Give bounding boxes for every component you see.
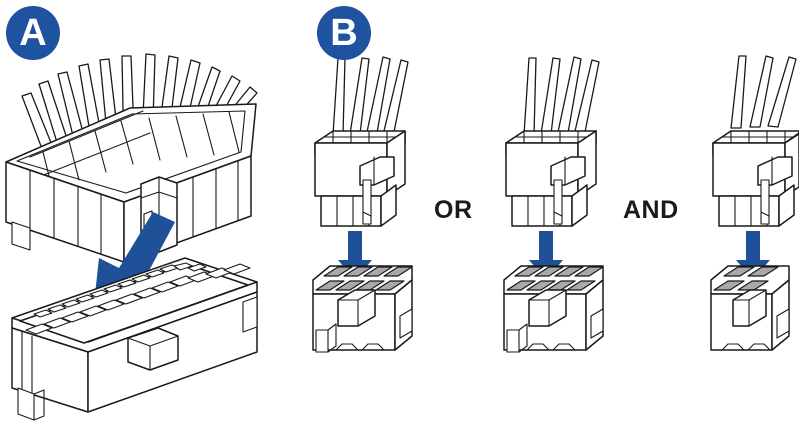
step-b-socket-2	[503, 265, 604, 353]
step-b2-arrow	[529, 231, 563, 280]
step-a-arrow	[92, 212, 175, 322]
step-badge-a-label: A	[19, 12, 47, 54]
step-b-connector-1	[314, 56, 409, 227]
step-b-socket-1	[312, 265, 413, 353]
step-b1-arrow	[338, 231, 372, 280]
step-b2-socket-pins	[506, 266, 604, 291]
step-a-socket-pins-front	[25, 263, 251, 335]
step-badge-b-label: B	[330, 12, 358, 54]
step-a-cable-bundle	[21, 53, 258, 184]
step-b3-arrow	[736, 231, 770, 280]
step-b3-cables	[730, 55, 797, 129]
step-badge-b: B	[317, 6, 371, 60]
operator-label-and: AND	[623, 196, 679, 224]
step-a-socket	[11, 257, 258, 421]
step-badge-a: A	[6, 6, 60, 60]
step-b-connector-2	[505, 56, 600, 227]
step-b1-cables	[332, 56, 409, 136]
step-b1-socket-pins	[315, 266, 413, 291]
step-b-connector-3	[712, 55, 799, 227]
step-b-socket-3	[710, 265, 790, 351]
step-b3-socket-pins	[713, 266, 779, 291]
step-a-plug	[5, 53, 258, 263]
step-a-socket-pins-back	[33, 262, 207, 318]
operator-label-or: OR	[434, 196, 473, 224]
step-b2-cables	[523, 56, 600, 136]
